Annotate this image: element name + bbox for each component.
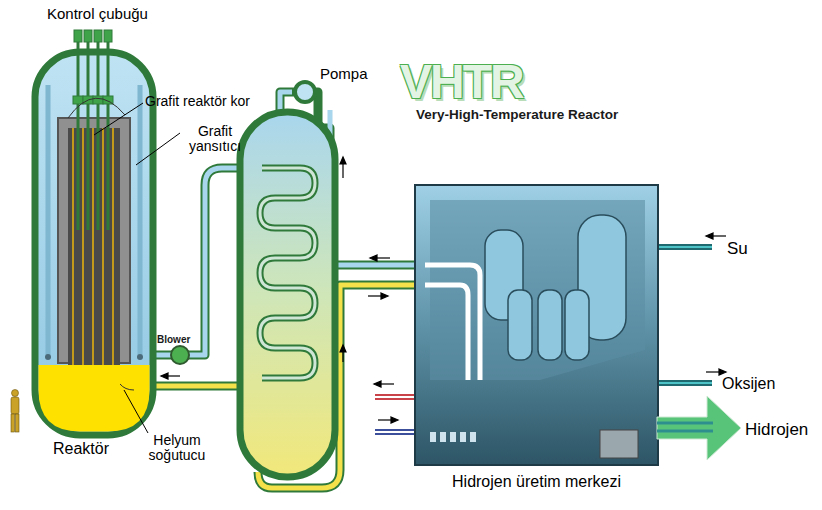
node-label: Hidrojen: [745, 420, 808, 440]
part-label: Su: [727, 240, 748, 259]
node-label: Hidrojen üretim merkezi: [452, 473, 621, 491]
unit-area: Hidrojen üretim merkezi: [415, 185, 658, 465]
part-label: Kontrol çubuğu: [47, 6, 148, 23]
part-label: Grafit reaktör kor: [145, 94, 250, 109]
part-label: Helyum soğutucu: [138, 433, 216, 464]
node-label: Reaktör: [53, 440, 109, 458]
unit-area: Reaktör: [35, 50, 155, 435]
part-label: Very-High-Temperature Reactor: [416, 108, 618, 123]
part-label: Grafit yansıtıcı: [180, 124, 250, 155]
part-label: VHTR: [400, 56, 523, 109]
output-arrow: Hidrojen: [655, 393, 815, 463]
part-label: Blower: [157, 334, 190, 345]
part-label: Pompa: [320, 66, 368, 83]
part-label: Oksijen: [722, 375, 775, 393]
